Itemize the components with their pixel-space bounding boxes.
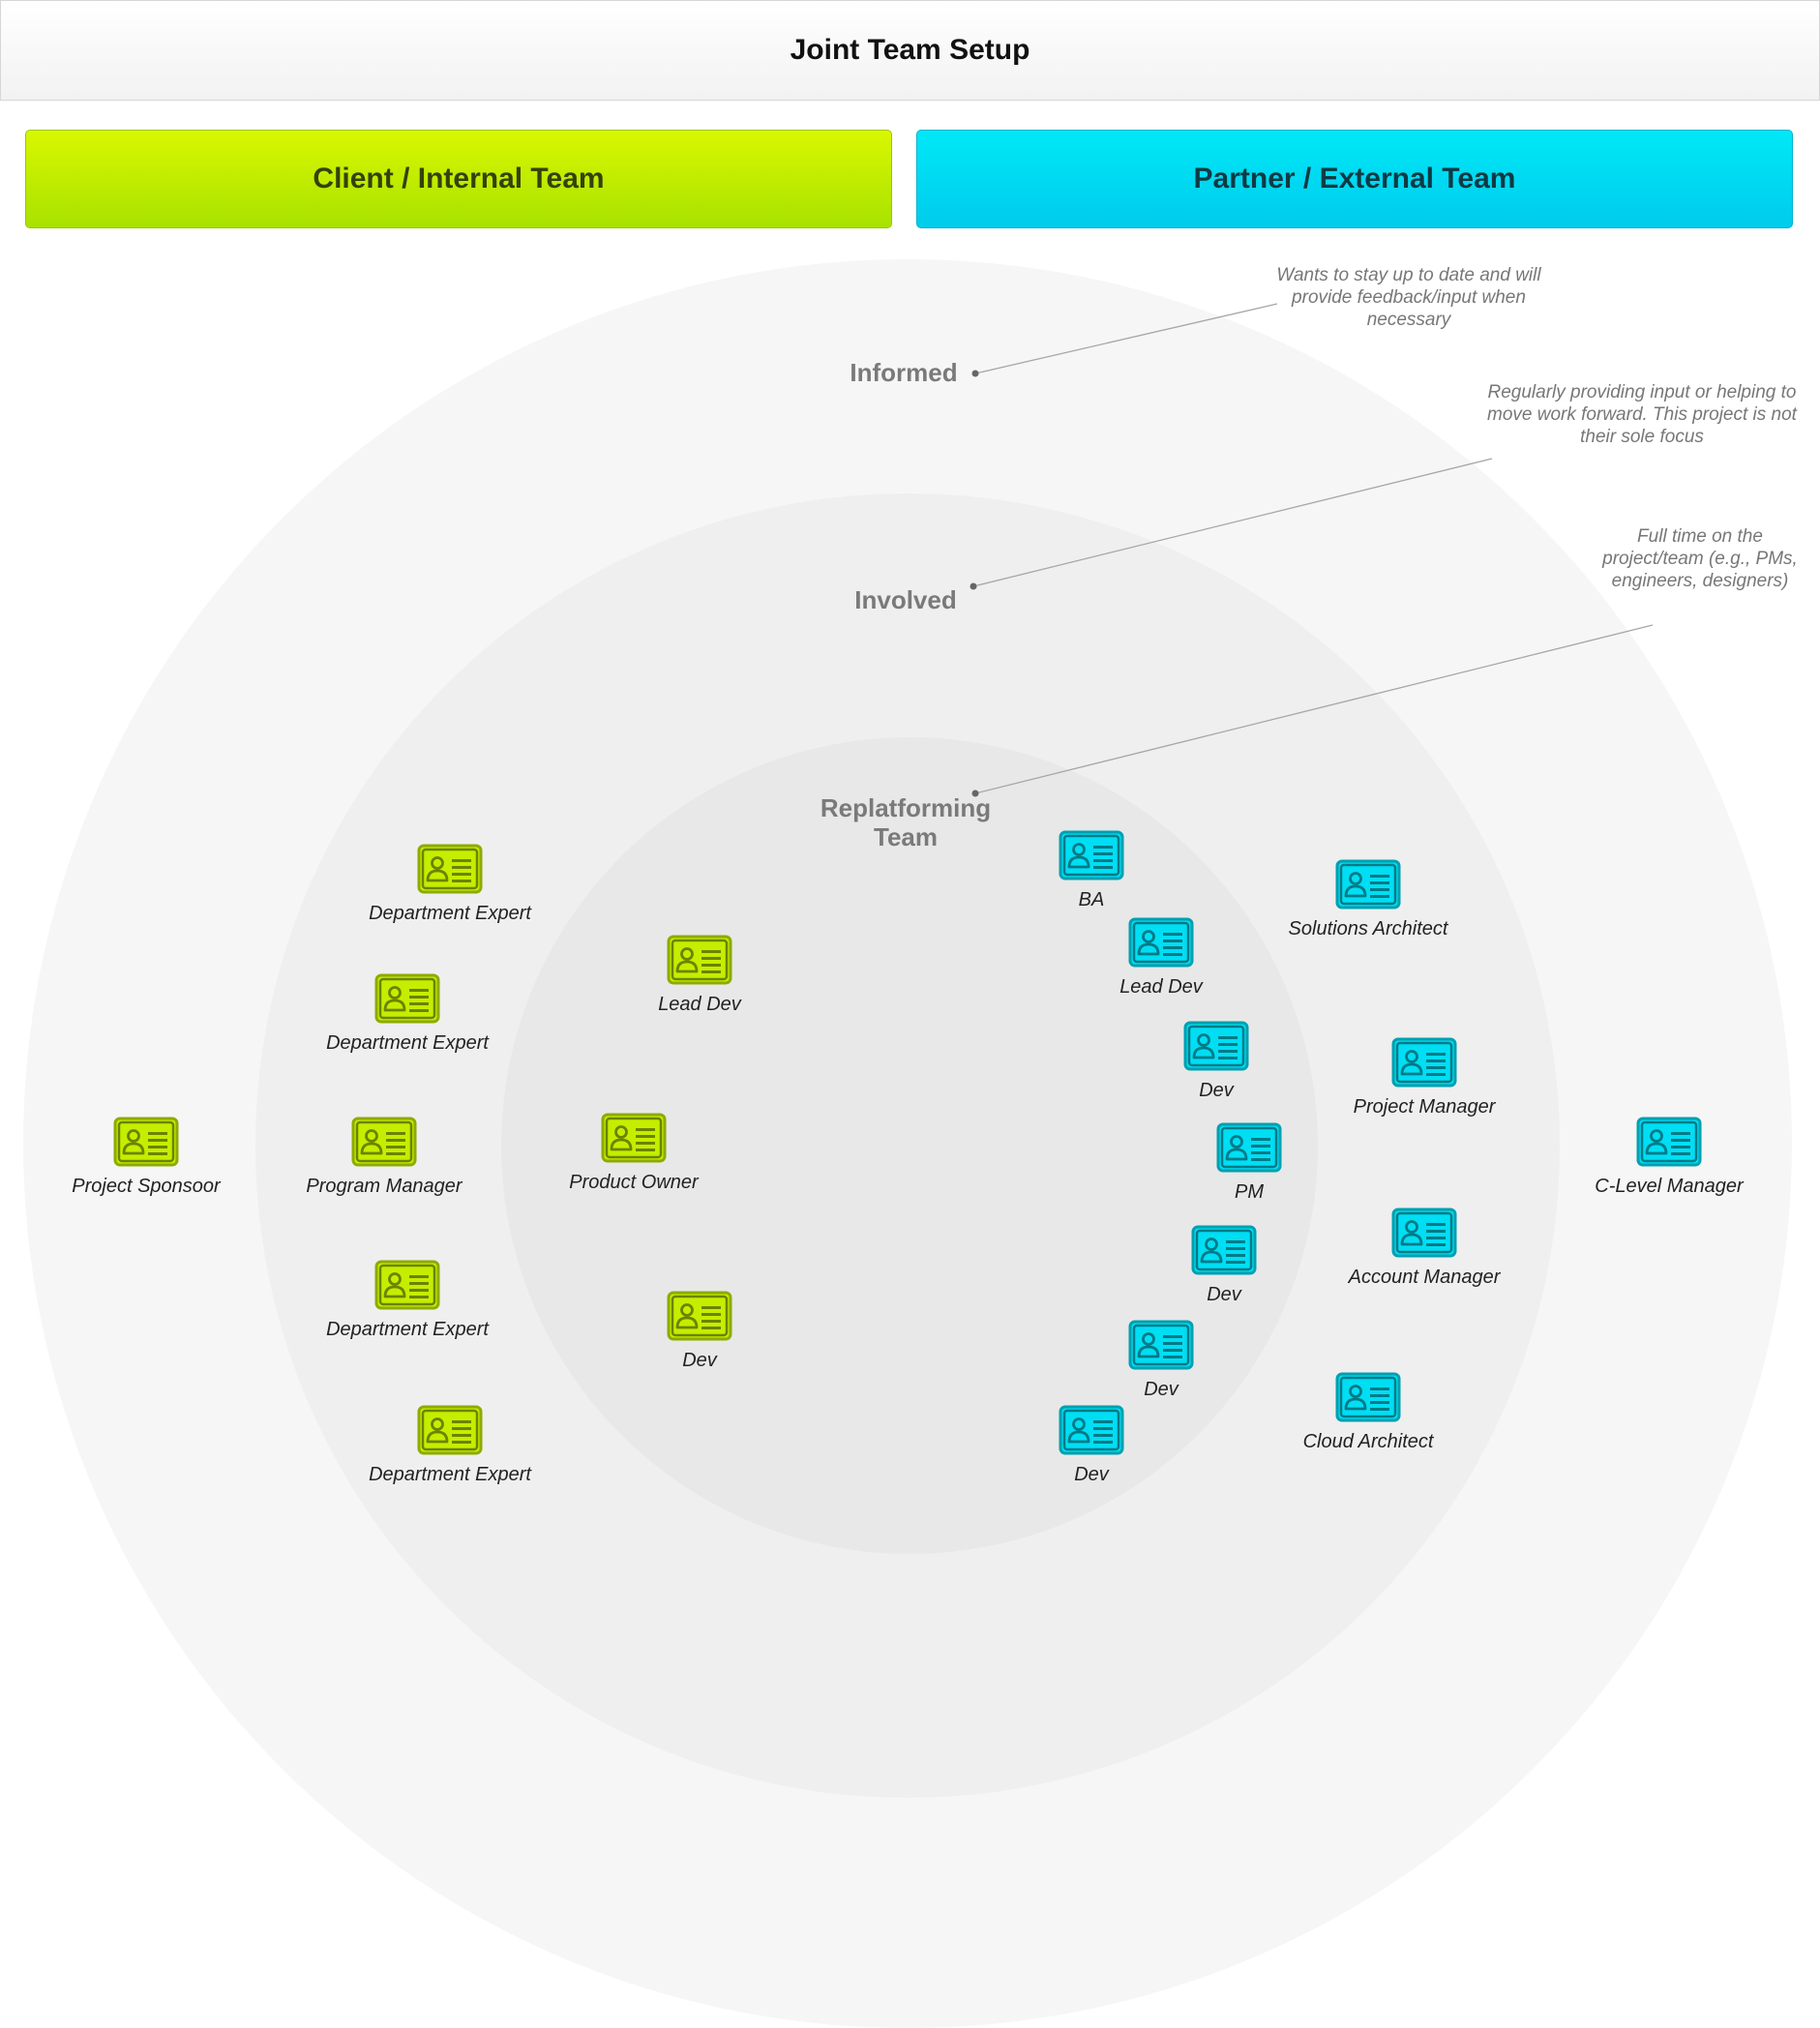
person-department-expert-1: Department Expert [368,844,532,925]
contact-card-icon [368,1405,532,1460]
core-ring-label: Replatforming Team [820,793,992,851]
person-department-expert-3: Department Expert [325,1260,490,1341]
person-label: Project Sponsoor [72,1176,221,1197]
person-client-dev: Dev [617,1291,782,1372]
involved-ring-label: Involved [854,585,957,614]
informed-ring-label: Informed [850,358,958,387]
core-leader-line [974,624,1654,794]
contact-card-icon [1009,830,1174,885]
person-label: Cloud Architect [1302,1431,1434,1452]
contact-card-icon [1009,1405,1174,1460]
person-product-owner: Product Owner [552,1113,716,1194]
informed-leader-dot [971,370,979,377]
person-label: Department Expert [326,1319,489,1340]
person-label: Project Manager [1353,1096,1496,1118]
contact-card-icon [1587,1117,1751,1172]
involved-leader-line [972,458,1493,587]
contact-card-icon [1286,859,1450,914]
person-label: Lead Dev [1119,976,1203,998]
client-team-header: Client / Internal Team [25,130,892,228]
person-solutions-architect: Solutions Architect [1286,859,1450,940]
person-pm: PM [1167,1122,1331,1204]
person-partner-dev-3: Dev [1079,1320,1243,1401]
person-label: Department Expert [369,903,531,924]
person-project-manager: Project Manager [1342,1037,1507,1118]
contact-card-icon [1342,1037,1507,1092]
person-ba: BA [1009,830,1174,911]
contact-card-icon [64,1117,228,1172]
person-label: Department Expert [326,1032,489,1054]
involved-leader-dot [970,582,977,590]
contact-card-icon [1342,1208,1507,1263]
person-program-manager: Program Manager [302,1117,466,1198]
person-department-expert-4: Department Expert [368,1405,532,1486]
contact-card-icon [302,1117,466,1172]
person-partner-dev-2: Dev [1142,1225,1306,1306]
person-account-manager: Account Manager [1342,1208,1507,1289]
person-label: Account Manager [1348,1267,1501,1288]
person-cloud-architect: Cloud Architect [1286,1372,1450,1453]
person-label: C-Level Manager [1595,1176,1744,1197]
person-label: Dev [1074,1464,1109,1485]
diagram-title: Joint Team Setup [790,34,1030,66]
person-label: Program Manager [306,1176,462,1197]
person-c-level-manager: C-Level Manager [1587,1117,1751,1198]
person-partner-dev-4: Dev [1009,1405,1174,1486]
person-label: Dev [1207,1284,1241,1305]
contact-card-icon [1134,1021,1298,1076]
involved-note: Regularly providing input or helping to … [1487,382,1797,447]
contact-card-icon [617,935,782,990]
core-note: Full time on the project/team (e.g., PMs… [1602,526,1798,591]
person-label: Solutions Architect [1288,918,1448,939]
informed-leader-line [974,303,1278,374]
person-label: BA [1078,889,1105,910]
person-label: Dev [1144,1379,1179,1400]
person-label: Department Expert [369,1464,531,1485]
informed-note: Wants to stay up to date and will provid… [1276,265,1541,330]
contact-card-icon [325,973,490,1029]
person-label: PM [1235,1181,1264,1203]
contact-card-icon [552,1113,716,1168]
person-label: Product Owner [569,1172,699,1193]
person-partner-lead-dev: Lead Dev [1079,917,1243,999]
contact-card-icon [1286,1372,1450,1427]
contact-card-icon [1079,917,1243,972]
person-label: Lead Dev [658,994,741,1015]
contact-card-icon [325,1260,490,1315]
contact-card-icon [617,1291,782,1346]
partner-team-header: Partner / External Team [916,130,1793,228]
person-client-lead-dev: Lead Dev [617,935,782,1016]
contact-card-icon [368,844,532,899]
person-label: Dev [1199,1080,1234,1101]
person-label: Dev [682,1350,717,1371]
core-leader-dot [971,790,979,797]
person-project-sponsor: Project Sponsoor [64,1117,228,1198]
person-department-expert-2: Department Expert [325,973,490,1055]
contact-card-icon [1167,1122,1331,1178]
contact-card-icon [1079,1320,1243,1375]
contact-card-icon [1142,1225,1306,1280]
person-partner-dev-1: Dev [1134,1021,1298,1102]
diagram-title-bar: Joint Team Setup [0,0,1820,101]
